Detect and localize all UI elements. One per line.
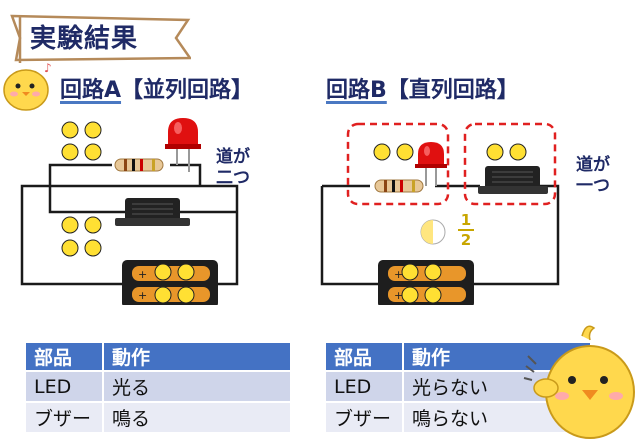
fraction-numerator: 1 — [460, 211, 472, 229]
table-cell: 光る — [103, 370, 292, 402]
fraction-denominator: 2 — [460, 231, 472, 249]
page-title: 実験結果 — [30, 24, 139, 54]
table-b-header-part: 部品 — [326, 343, 404, 371]
circuit-b-name: 回路B — [326, 78, 387, 103]
circuit-b-wires — [320, 184, 560, 286]
dashed-box-led — [346, 122, 450, 206]
led-b — [415, 142, 447, 186]
circuit-a-diagram: + + — [20, 118, 239, 305]
circuit-a-type: 【並列回路】 — [121, 78, 254, 103]
title-banner — [10, 14, 191, 63]
brightness-fraction: 1 2 — [456, 212, 476, 248]
table-row: LED 光る — [26, 370, 292, 402]
half-brightness-icon — [420, 219, 446, 245]
circuit-a-name: 回路A — [60, 78, 122, 103]
chick-mascot-top: ♪ — [3, 61, 52, 111]
table-cell: ブザー — [26, 401, 104, 432]
resistor-b — [374, 179, 424, 193]
table-cell: ブザー — [326, 401, 404, 432]
buzzer-b — [478, 166, 548, 194]
led-a — [165, 118, 201, 172]
circuit-a-path-label: 道が二つ — [216, 147, 250, 188]
svg-text:+: + — [138, 289, 147, 302]
table-cell: LED — [26, 370, 104, 402]
table-a-header-action: 動作 — [103, 343, 292, 371]
svg-text:+: + — [394, 289, 403, 302]
svg-text:+: + — [394, 268, 403, 281]
circuit-b-heading: 回路B【直列回路】 — [326, 72, 519, 104]
smiley-group-a — [61, 121, 195, 304]
svg-text:+: + — [138, 268, 147, 281]
table-row: ブザー 鳴る — [26, 401, 292, 432]
result-table-a: 部品 動作 LED 光る ブザー 鳴る — [26, 343, 292, 432]
circuit-a-heading: 回路A【並列回路】 — [60, 72, 253, 104]
svg-text:♪: ♪ — [44, 61, 52, 75]
dashed-box-buzzer — [463, 122, 557, 206]
table-cell: 鳴る — [103, 401, 292, 432]
buzzer-a — [115, 198, 190, 226]
resistor-a — [114, 158, 164, 172]
circuit-b-diagram: + + — [320, 122, 560, 305]
table-cell: LED — [326, 370, 404, 402]
chick-mascot-bottom — [523, 325, 635, 439]
table-a-header-part: 部品 — [26, 343, 104, 371]
circuit-b-path-label: 道が一つ — [576, 155, 610, 196]
circuit-b-type: 【直列回路】 — [386, 78, 519, 103]
smiley-group-b — [373, 143, 527, 304]
